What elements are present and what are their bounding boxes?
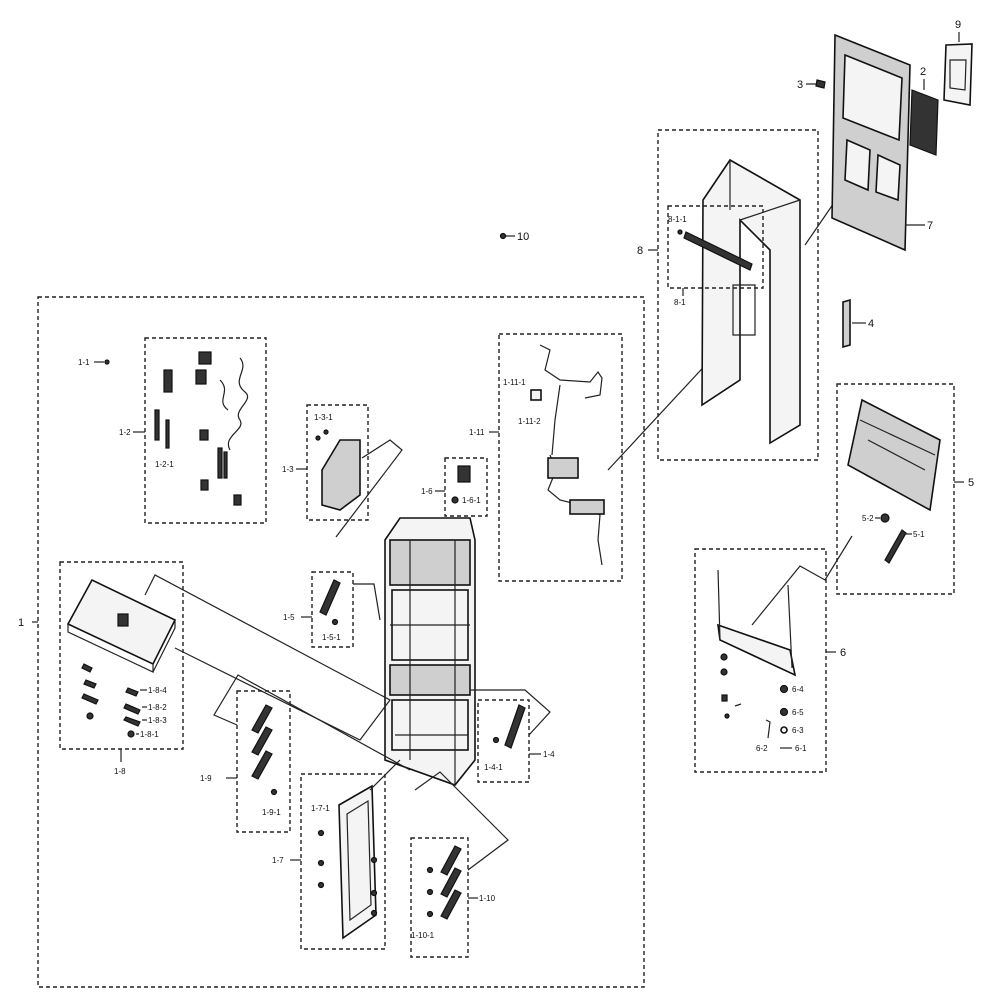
group-1-10-box bbox=[410, 837, 469, 958]
cover-9-part bbox=[943, 43, 973, 106]
screw-10-part bbox=[499, 232, 507, 240]
label-1-6: 1-6 bbox=[421, 487, 433, 496]
group-1-3-box bbox=[306, 404, 369, 521]
label-8-1: 8-1 bbox=[674, 298, 686, 307]
cabinet-assembly bbox=[384, 517, 476, 786]
label-1-8-2: 1-8-2 bbox=[148, 703, 167, 712]
group-1-5-box bbox=[311, 571, 354, 648]
label-1-11: 1-11 bbox=[469, 428, 485, 437]
group-8-box bbox=[657, 129, 819, 461]
label-1-9-1: 1-9-1 bbox=[262, 808, 281, 817]
label-3: 3 bbox=[797, 79, 803, 91]
label-1-3: 1-3 bbox=[282, 465, 294, 474]
label-1-10-1: 1-10-1 bbox=[411, 931, 435, 940]
label-1-2: 1-2 bbox=[119, 428, 131, 437]
label-4: 4 bbox=[868, 318, 874, 330]
part-6-4 bbox=[779, 684, 789, 694]
label-6-5: 6-5 bbox=[792, 708, 804, 717]
label-1-8-1: 1-8-1 bbox=[140, 730, 159, 739]
label-1-2-1: 1-2-1 bbox=[155, 460, 174, 469]
label-1-11-1: 1-11-1 bbox=[503, 378, 526, 387]
label-9: 9 bbox=[955, 19, 961, 31]
label-1-7-1: 1-7-1 bbox=[311, 804, 330, 813]
label-1-9: 1-9 bbox=[200, 774, 212, 783]
label-1: 1 bbox=[18, 617, 24, 629]
label-1-8: 1-8 bbox=[114, 767, 126, 776]
label-5-1: 5-1 bbox=[913, 530, 925, 539]
group-1-4-box bbox=[477, 699, 530, 783]
label-1-5: 1-5 bbox=[283, 613, 295, 622]
label-1-4: 1-4 bbox=[543, 750, 555, 759]
label-1-4-1: 1-4-1 bbox=[484, 763, 503, 772]
label-1-5-1: 1-5-1 bbox=[322, 633, 341, 642]
group-8-1-box bbox=[667, 205, 764, 289]
label-6-3: 6-3 bbox=[792, 726, 804, 735]
label-6-2: 6-2 bbox=[756, 744, 768, 753]
group-6-box bbox=[694, 548, 827, 773]
bracket-6-part bbox=[717, 623, 797, 677]
group-1-6-box bbox=[444, 457, 488, 517]
door-outer-part bbox=[701, 158, 801, 445]
label-1-6-1: 1-6-1 bbox=[462, 496, 481, 505]
label-8-1-1: 8-1-1 bbox=[668, 215, 687, 224]
label-1-10: 1-10 bbox=[479, 894, 496, 903]
group-5-box bbox=[836, 383, 955, 595]
group-1-11-box bbox=[498, 333, 623, 582]
label-6-4: 6-4 bbox=[792, 685, 804, 694]
label-1-1: 1-1 bbox=[78, 358, 90, 367]
hinge-4-part bbox=[842, 298, 851, 349]
group-1-9-box bbox=[236, 690, 291, 833]
label-1-8-4: 1-8-4 bbox=[148, 686, 167, 695]
tray-5-part bbox=[847, 398, 941, 512]
label-6-1: 6-1 bbox=[795, 744, 807, 753]
label-8: 8 bbox=[637, 245, 643, 257]
label-10: 10 bbox=[517, 231, 529, 243]
label-1-8-3: 1-8-3 bbox=[148, 716, 167, 725]
label-2: 2 bbox=[920, 66, 926, 78]
group-1-7-box bbox=[300, 773, 386, 950]
label-1-7: 1-7 bbox=[272, 856, 284, 865]
label-5: 5 bbox=[968, 477, 974, 489]
label-6: 6 bbox=[840, 647, 846, 659]
module-2-part bbox=[909, 89, 939, 156]
group-1-2-box bbox=[144, 337, 267, 524]
label-1-3-1: 1-3-1 bbox=[314, 413, 333, 422]
label-1-11-2: 1-11-2 bbox=[518, 417, 541, 426]
label-7: 7 bbox=[927, 220, 933, 232]
group-1-box bbox=[37, 296, 645, 988]
screw-part bbox=[104, 359, 110, 365]
control-box-part bbox=[321, 439, 361, 511]
label-5-2: 5-2 bbox=[862, 514, 874, 523]
